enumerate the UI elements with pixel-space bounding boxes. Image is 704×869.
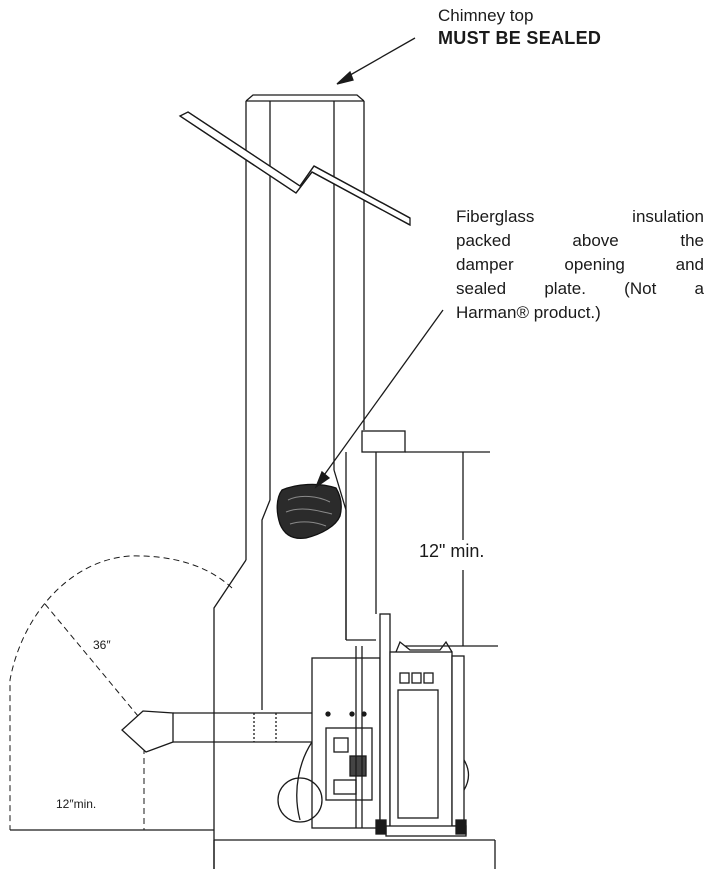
must-be-sealed-label: MUST BE SEALED [438, 28, 602, 48]
chimney-top-cap [245, 94, 365, 102]
chimney-break-symbol [178, 111, 411, 227]
fiberglass-note-line: damper opening and [456, 255, 704, 274]
fiberglass-note: Fiberglass insulation packed above the d… [456, 205, 704, 325]
chimney-top-arrow [336, 37, 416, 85]
liner-cap [361, 430, 406, 453]
liner-pipe [345, 452, 377, 641]
fiberglass-note-line: Fiberglass insulation [456, 207, 704, 226]
fiberglass-note-line: packed above the [456, 231, 704, 250]
fiberglass-note-line: sealed plate. (Not a [456, 279, 704, 298]
twelve-inch-min-label: 12" min. [419, 541, 485, 561]
chimney-top-label: Chimney top [438, 6, 534, 25]
radius-36-label: 36″ [93, 638, 111, 652]
insulation-arrow [314, 309, 444, 489]
floor-clearance-label: 12″min. [56, 797, 97, 811]
fiberglass-insulation [276, 483, 342, 540]
hearth-floor [213, 839, 496, 869]
fiberglass-note-line: Harman® product.) [456, 303, 601, 322]
dimension-12-min [405, 451, 498, 647]
pellet-stove [277, 613, 470, 837]
clearance-arcs [9, 555, 233, 831]
horizontal-vent-pipe [121, 710, 312, 753]
